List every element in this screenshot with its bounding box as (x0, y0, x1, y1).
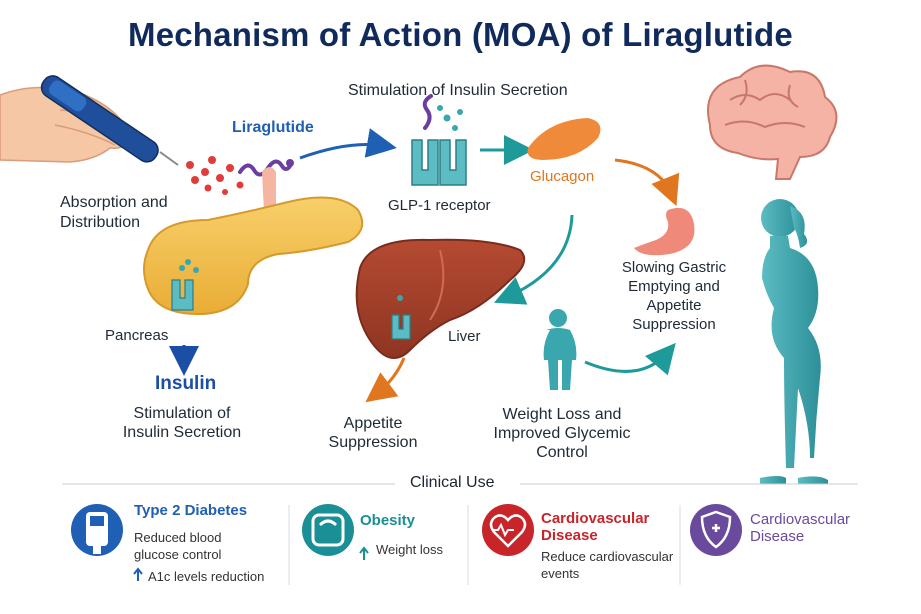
gastric-line-2: Emptying and (628, 278, 720, 295)
appetite-label: Appetite Suppression (318, 414, 428, 452)
arrow-to-receptor (299, 128, 397, 160)
pancreas-label: Pancreas (105, 327, 169, 344)
absorption-label-2: Distribution (60, 214, 141, 231)
card-line: Reduce cardiovascular (541, 549, 674, 564)
card-title-2: Disease (750, 528, 805, 545)
glp1-label: GLP-1 receptor (388, 197, 491, 214)
scale-icon (302, 504, 354, 556)
stomach-icon (634, 207, 695, 256)
up-arrow-icon (133, 567, 143, 581)
card-line: A1c levels reduction (148, 569, 265, 584)
stimulation-line-1: Stimulation of (133, 405, 231, 422)
stimulation-line-2: Insulin Secretion (122, 424, 242, 441)
liraglutide-label: Liraglutide (232, 119, 314, 136)
gastric-line-1: Slowing Gastric (621, 259, 727, 276)
glp1-receptor-icon (411, 94, 467, 186)
gastric-line-3: Appetite (646, 297, 702, 314)
arrow-to-appetite (365, 357, 406, 403)
liver-icon (355, 238, 526, 359)
small-body-icon (543, 309, 577, 390)
card-line: glucose control (134, 547, 222, 562)
appetite-line-1: Appetite (343, 415, 403, 432)
glucagon-label: Glucagon (530, 168, 595, 185)
shield-heart-icon (690, 504, 742, 556)
weight-loss-label: Weight Loss and Improved Glycemic Contro… (482, 405, 642, 462)
appetite-line-2: Suppression (328, 434, 418, 451)
heart-pulse-icon (482, 504, 534, 556)
card-title: Cardiovascular (750, 511, 851, 528)
card-title: Obesity (360, 512, 416, 529)
insulin-label: Insulin (155, 373, 217, 394)
card-line: Reduced blood (134, 530, 222, 545)
glucometer-icon (71, 504, 123, 556)
brain-icon (707, 64, 838, 180)
card-cardiovascular-1: Cardiovascular Disease Reduce cardiovasc… (541, 510, 677, 582)
arrow-to-stomach (614, 158, 680, 207)
weight-line-2: Improved Glycemic (493, 425, 631, 442)
arrow-to-gastric (584, 342, 676, 376)
clinical-use-heading: Clinical Use (410, 474, 495, 491)
gastric-label: Slowing Gastric Emptying and Appetite Su… (606, 258, 742, 334)
liver-label: Liver (448, 328, 481, 345)
glucagon-organ-icon (527, 118, 601, 160)
arrow-to-liver (493, 214, 574, 305)
card-cardiovascular-2: Cardiovascular Disease (750, 511, 890, 545)
top-stimulation-label: Stimulation of Insulin Secretion (348, 82, 568, 99)
stimulation-label: Stimulation of Insulin Secretion (100, 404, 264, 442)
card-title: Cardiovascular (541, 510, 650, 527)
card-obesity: Obesity Weight loss (360, 512, 460, 558)
card-title: Type 2 Diabetes (134, 502, 248, 519)
hand-injection-pen-icon (0, 75, 179, 166)
page-title: Mechanism of Action (MOA) of Liraglutide (128, 16, 793, 53)
card-line: Weight loss (376, 542, 443, 557)
woman-silhouette-icon (760, 199, 828, 484)
card-type2-diabetes: Type 2 Diabetes Reduced blood glucose co… (134, 502, 284, 585)
weight-line-3: Control (536, 444, 588, 461)
drug-particles-icon (186, 156, 244, 195)
up-arrow-icon-obesity (359, 546, 369, 560)
card-line: events (541, 566, 580, 581)
card-title-2: Disease (541, 527, 598, 544)
gastric-line-4: Suppression (632, 316, 716, 333)
absorption-label-1: Absorption and (60, 194, 168, 211)
pancreas-icon (143, 167, 364, 316)
weight-line-1: Weight Loss and (502, 406, 622, 423)
